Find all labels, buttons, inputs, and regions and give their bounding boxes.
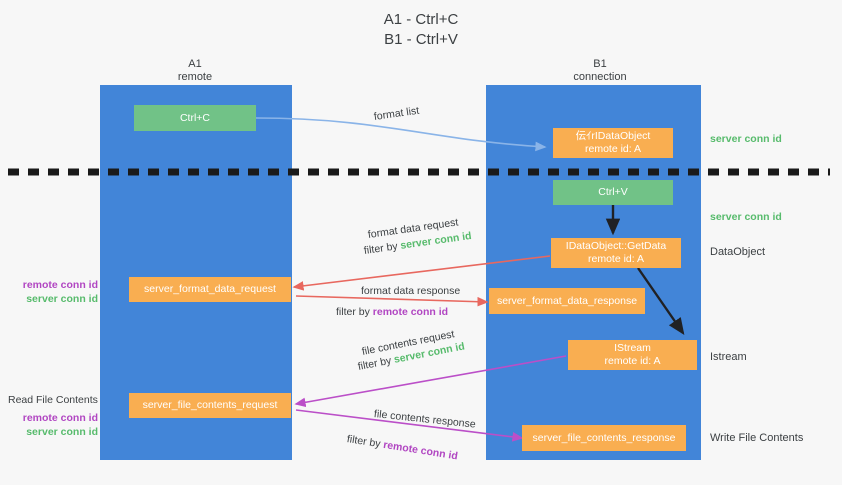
- caption-format-data-response-text: format data response: [361, 285, 461, 297]
- remote-conn-id-text-1: remote conn id: [372, 306, 449, 318]
- filter-by-text-2: filter by: [336, 306, 370, 318]
- caption-filter-by-remote-conn-id-1: filter by remote conn id: [336, 305, 448, 319]
- label-right-write-file-contents: Write File Contents: [710, 432, 804, 444]
- box-server-format-data-response-label: server_format_data_response: [496, 294, 638, 307]
- box-server-file-contents-request[interactable]: server_file_contents_request: [129, 393, 291, 418]
- caption-format-list-text: format list: [373, 104, 420, 123]
- box-server-file-contents-response[interactable]: server_file_contents_response: [522, 425, 686, 451]
- label-right-server-conn-id-1: server conn id: [710, 133, 782, 145]
- column-header-a1: A1 remote: [135, 58, 255, 84]
- box-ctrl-v[interactable]: Ctrl+V: [553, 180, 673, 205]
- column-a1-sub: remote: [177, 71, 213, 83]
- filter-by-text-4: filter by: [346, 433, 382, 451]
- box-server-format-data-request[interactable]: server_format_data_request: [129, 277, 291, 302]
- box-ctrl-c-label: Ctrl+C: [179, 111, 211, 124]
- remote-conn-id-text-2: remote conn id: [382, 438, 459, 463]
- caption-format-data-response: format data response: [361, 284, 460, 298]
- box-idataobject-getdata[interactable]: IDataObject::GetData remote id: A: [551, 238, 681, 268]
- label-left-remote-conn-id-2: remote conn id: [22, 412, 98, 424]
- box-getdata-sub: remote id: A: [587, 253, 645, 265]
- column-b1-sub: connection: [573, 71, 627, 83]
- title-line-1: A1 - Ctrl+C: [383, 11, 459, 28]
- box-getdata-title: IDataObject::GetData: [565, 240, 667, 252]
- label-right-server-conn-id-2: server conn id: [710, 211, 782, 223]
- box-ctrl-v-label: Ctrl+V: [598, 186, 628, 198]
- caption-file-contents-response: file contents response: [373, 407, 476, 432]
- box-idataobject-sub: remote id: A: [584, 143, 642, 155]
- column-b1-name: B1: [593, 58, 607, 70]
- box-istream[interactable]: IStream remote id: A: [568, 340, 697, 370]
- label-right-dataobject: DataObject: [710, 246, 766, 258]
- label-left-read-file-contents: Read File Contents: [8, 394, 98, 406]
- label-right-istream: Istream: [710, 351, 747, 363]
- caption-format-list: format list: [373, 104, 420, 124]
- box-server-format-data-response[interactable]: server_format_data_response: [489, 288, 645, 314]
- page-title: A1 - Ctrl+C B1 - Ctrl+V: [0, 10, 842, 50]
- column-a1-name: A1: [188, 58, 202, 70]
- filter-by-text-1: filter by: [363, 240, 399, 257]
- box-server-format-data-request-label: server_format_data_request: [144, 283, 276, 295]
- box-idataobject-title: 伝ｲrIDataObject: [575, 130, 651, 142]
- label-left-server-conn-id-1: server conn id: [26, 293, 98, 305]
- label-left-server-conn-id-2: server conn id: [26, 426, 98, 438]
- title-line-2: B1 - Ctrl+V: [384, 31, 458, 48]
- box-server-file-contents-request-label: server_file_contents_request: [142, 399, 278, 411]
- label-left-conn-id-group-1: remote conn id server conn id: [8, 278, 98, 306]
- box-istream-title: IStream: [614, 342, 651, 354]
- box-server-file-contents-response-label: server_file_contents_response: [532, 431, 676, 444]
- caption-filter-by-remote-conn-id-2: filter by remote conn id: [346, 432, 459, 463]
- box-istream-sub: remote id: A: [604, 355, 661, 367]
- box-ctrl-c[interactable]: Ctrl+C: [134, 105, 256, 131]
- column-header-b1: B1 connection: [535, 58, 665, 84]
- box-idataobject[interactable]: 伝ｲrIDataObject remote id: A: [553, 128, 673, 158]
- label-left-conn-id-group-2: remote conn id server conn id: [8, 411, 98, 439]
- label-left-remote-conn-id-1: remote conn id: [22, 279, 98, 291]
- caption-file-contents-response-text: file contents response: [373, 408, 477, 431]
